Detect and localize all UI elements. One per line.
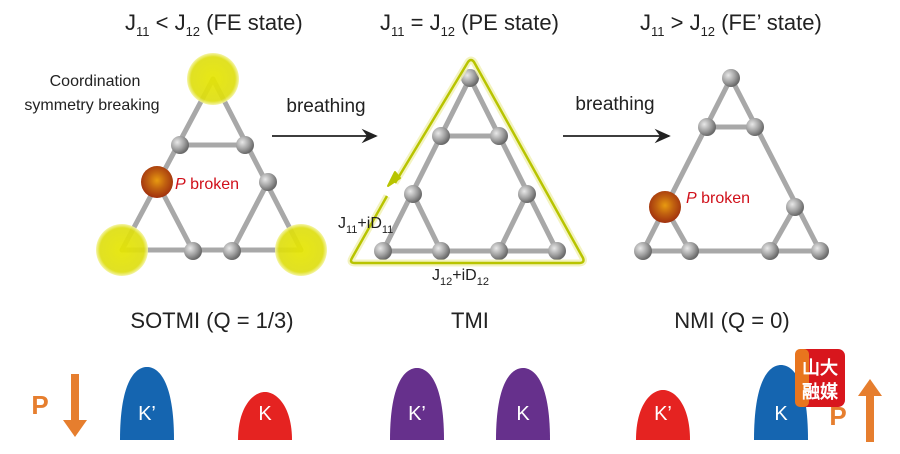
svg-text:融媒: 融媒 bbox=[802, 381, 839, 402]
lattice-node bbox=[223, 242, 241, 260]
corner-state-highlight bbox=[187, 53, 239, 105]
svg-text:山大: 山大 bbox=[802, 357, 838, 378]
lattice-node bbox=[461, 69, 479, 87]
hopping-j12-label: J12+iD12 bbox=[432, 267, 489, 288]
lattice-node bbox=[490, 242, 508, 260]
breathing-label-left: breathing bbox=[286, 96, 365, 117]
watermark-logo: 山大 融媒 bbox=[795, 349, 845, 407]
broken-symmetry-site bbox=[649, 191, 681, 223]
lattice-node bbox=[171, 136, 189, 154]
valley-peak bbox=[120, 367, 174, 440]
valley-label: K bbox=[774, 403, 788, 425]
polarization-label-left: P bbox=[31, 390, 48, 420]
nmi-lattice bbox=[640, 75, 823, 254]
polarization-label-right: P bbox=[829, 401, 846, 431]
loop-direction-arrow-icon bbox=[387, 171, 401, 187]
valley-label: K bbox=[516, 403, 530, 425]
lattice-node bbox=[634, 242, 652, 260]
valley-peak bbox=[238, 392, 292, 440]
lattice-node bbox=[518, 185, 536, 203]
lattice-node bbox=[184, 242, 202, 260]
lattice-node bbox=[681, 242, 699, 260]
valley-label: K bbox=[258, 403, 272, 425]
lattice-node bbox=[698, 118, 716, 136]
phase-label-nmi: NMI (Q = 0) bbox=[674, 308, 790, 333]
corner-state-highlight bbox=[96, 224, 148, 276]
lattice-node bbox=[786, 198, 804, 216]
lattice-node bbox=[490, 127, 508, 145]
lattice-node bbox=[432, 127, 450, 145]
valley-peak bbox=[496, 368, 550, 440]
lattice-node bbox=[811, 242, 829, 260]
polarization-down-arrow-icon bbox=[63, 374, 87, 437]
coordination-label-1: Coordination bbox=[50, 73, 141, 90]
lattice-node bbox=[722, 69, 740, 87]
valley-peak bbox=[390, 368, 444, 440]
p-broken-label-right: P broken bbox=[686, 190, 750, 207]
valley-peak bbox=[636, 390, 690, 440]
title-pe-state: J11 = J12 (PE state) bbox=[380, 10, 559, 39]
broken-symmetry-site bbox=[141, 166, 173, 198]
lattice-node bbox=[404, 185, 422, 203]
p-broken-label-left: P broken bbox=[175, 176, 239, 193]
edge-state-loop bbox=[347, 56, 587, 267]
coordination-label-2: symmetry breaking bbox=[24, 97, 159, 114]
breathing-label-right: breathing bbox=[575, 94, 654, 115]
sotmi-lattice bbox=[119, 76, 304, 254]
title-fe-prime-state: J11 > J12 (FE’ state) bbox=[640, 10, 822, 39]
lattice-node bbox=[761, 242, 779, 260]
polarization-up-arrow-icon bbox=[858, 379, 882, 442]
lattice-node bbox=[259, 173, 277, 191]
tmi-lattice bbox=[380, 75, 560, 254]
valley-peak bbox=[754, 365, 808, 440]
valley-label: K’ bbox=[408, 403, 426, 425]
hopping-j11-label: J11+iD11 bbox=[338, 215, 393, 236]
lattice-node bbox=[236, 136, 254, 154]
lattice-node bbox=[548, 242, 566, 260]
lattice-node bbox=[746, 118, 764, 136]
valley-label: K’ bbox=[138, 403, 156, 425]
lattice-node bbox=[374, 242, 392, 260]
phase-label-tmi: TMI bbox=[451, 308, 489, 333]
title-fe-state: J11 < J12 (FE state) bbox=[125, 10, 303, 39]
lattice-node bbox=[432, 242, 450, 260]
corner-state-highlight bbox=[275, 224, 327, 276]
valley-label: K’ bbox=[654, 403, 672, 425]
phase-label-sotmi: SOTMI (Q = 1/3) bbox=[130, 308, 293, 333]
